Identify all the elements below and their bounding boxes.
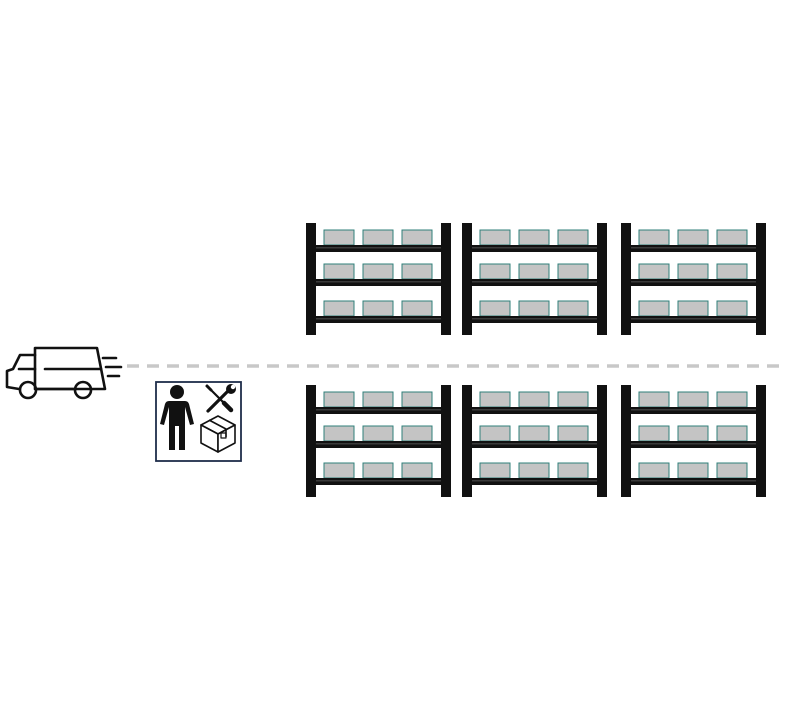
- storage-box: [401, 263, 433, 280]
- workstation: [155, 381, 242, 462]
- storage-box: [716, 462, 748, 479]
- shelf-beam-highlight: [631, 480, 756, 482]
- shelf-beam-highlight: [631, 281, 756, 283]
- shelf-beam-highlight: [472, 409, 597, 411]
- storage-box: [716, 391, 748, 408]
- storage-box: [401, 300, 433, 317]
- storage-box: [323, 300, 355, 317]
- storage-box: [518, 229, 550, 246]
- storage-box: [677, 300, 709, 317]
- storage-box: [323, 263, 355, 280]
- shelf-beam-highlight: [316, 443, 441, 445]
- rack-row-lower-row: [306, 385, 766, 497]
- storage-box: [638, 263, 670, 280]
- rack: [621, 385, 766, 497]
- shelf-beam-highlight: [316, 281, 441, 283]
- storage-box: [323, 462, 355, 479]
- storage-box: [677, 425, 709, 442]
- shelf-beam-highlight: [472, 318, 597, 320]
- shelf-beam-highlight: [316, 409, 441, 411]
- storage-box: [677, 263, 709, 280]
- storage-box: [362, 263, 394, 280]
- shelf-beam-highlight: [631, 409, 756, 411]
- storage-box: [518, 462, 550, 479]
- person-icon: [160, 385, 194, 450]
- shelf-beam-highlight: [316, 318, 441, 320]
- storage-box: [401, 229, 433, 246]
- storage-box: [557, 425, 589, 442]
- storage-box: [323, 229, 355, 246]
- storage-box: [479, 263, 511, 280]
- shelf-beam-highlight: [316, 480, 441, 482]
- rack: [462, 223, 607, 335]
- storage-box: [557, 391, 589, 408]
- storage-box: [479, 462, 511, 479]
- storage-box: [518, 263, 550, 280]
- shelf-beam-highlight: [472, 480, 597, 482]
- storage-box: [557, 263, 589, 280]
- storage-box: [401, 462, 433, 479]
- shelf-beam-highlight: [316, 247, 441, 249]
- storage-box: [401, 425, 433, 442]
- storage-box: [479, 300, 511, 317]
- storage-box: [362, 462, 394, 479]
- storage-box: [401, 391, 433, 408]
- package-box-icon: [200, 415, 236, 453]
- rack-row-upper-row: [306, 223, 766, 335]
- storage-box: [677, 229, 709, 246]
- rack: [621, 223, 766, 335]
- storage-box: [716, 263, 748, 280]
- storage-box: [362, 391, 394, 408]
- wrench-screwdriver-icon: [205, 384, 236, 413]
- storage-box: [323, 425, 355, 442]
- shelf-beam-highlight: [472, 443, 597, 445]
- storage-box: [518, 425, 550, 442]
- rack: [306, 385, 451, 497]
- storage-box: [479, 229, 511, 246]
- rack-area: [306, 223, 766, 497]
- storage-box: [557, 300, 589, 317]
- rack: [306, 223, 451, 335]
- storage-box: [638, 425, 670, 442]
- storage-box: [677, 391, 709, 408]
- delivery-truck-icon: [5, 346, 123, 400]
- storage-box: [362, 425, 394, 442]
- shelf-beam-highlight: [472, 281, 597, 283]
- storage-box: [638, 391, 670, 408]
- shelf-beam-highlight: [631, 247, 756, 249]
- storage-box: [323, 391, 355, 408]
- shelf-beam-highlight: [631, 443, 756, 445]
- storage-box: [362, 300, 394, 317]
- shelf-beam-highlight: [631, 318, 756, 320]
- storage-box: [716, 425, 748, 442]
- storage-box: [479, 425, 511, 442]
- storage-box: [638, 462, 670, 479]
- storage-box: [557, 229, 589, 246]
- storage-box: [557, 462, 589, 479]
- storage-box: [362, 229, 394, 246]
- storage-box: [716, 300, 748, 317]
- storage-box: [638, 229, 670, 246]
- storage-box: [677, 462, 709, 479]
- storage-box: [716, 229, 748, 246]
- storage-box: [479, 391, 511, 408]
- storage-box: [638, 300, 670, 317]
- rack: [462, 385, 607, 497]
- storage-box: [518, 300, 550, 317]
- storage-box: [518, 391, 550, 408]
- shelf-beam-highlight: [472, 247, 597, 249]
